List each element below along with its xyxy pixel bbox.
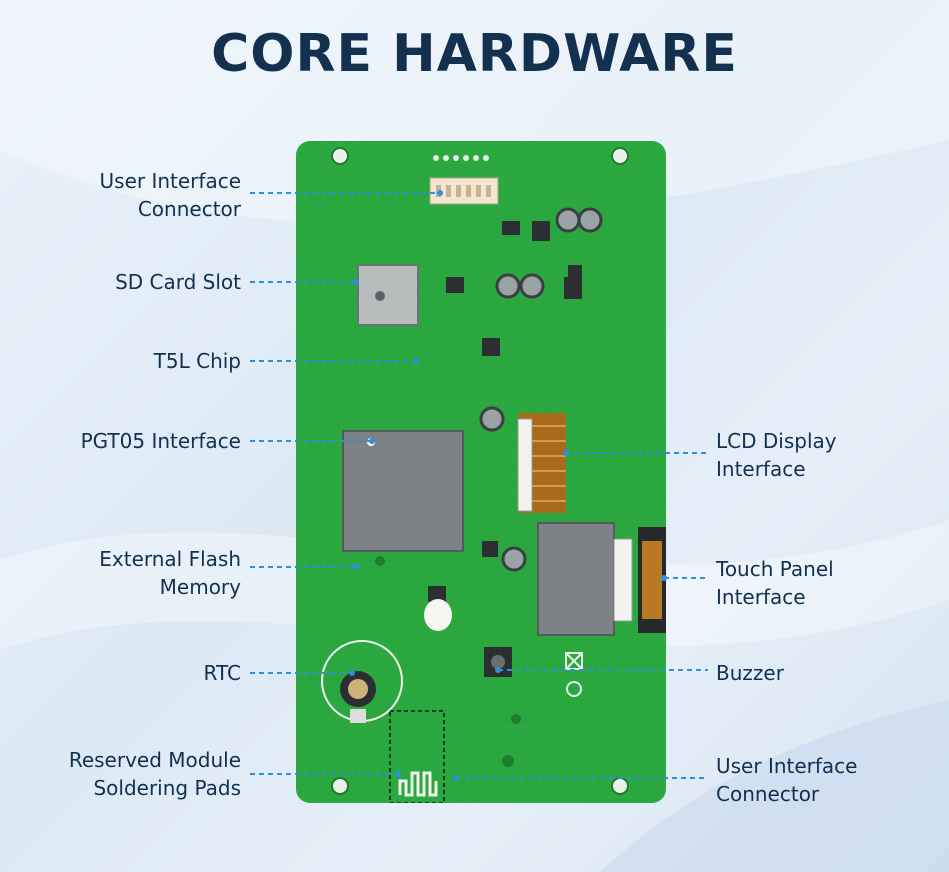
label-sd-card-slot: SD Card Slot — [115, 270, 241, 294]
sd-card-slot-part — [357, 264, 419, 326]
page-title: CORE HARDWARE — [211, 24, 738, 84]
pcb-board — [296, 141, 666, 803]
small-ics — [428, 221, 582, 602]
lcd-connector-part — [517, 413, 566, 513]
label-pgt05-interface: PGT05 Interface — [80, 429, 241, 453]
touch-connector-part — [613, 527, 666, 633]
t5l-chip-part — [342, 430, 464, 552]
label-t5l-chip: T5L Chip — [153, 349, 241, 373]
mounting-holes — [331, 147, 629, 795]
flash-memory-part — [537, 522, 615, 636]
label-buzzer: Buzzer — [716, 661, 784, 685]
rtc-battery-holder — [321, 640, 403, 723]
buzzer-part — [484, 647, 512, 677]
white-component — [424, 599, 452, 631]
capacitors — [479, 207, 603, 572]
ui-connector-top — [429, 177, 499, 205]
reserved-module-pads-part — [389, 710, 445, 803]
label-rtc: RTC — [203, 661, 241, 685]
